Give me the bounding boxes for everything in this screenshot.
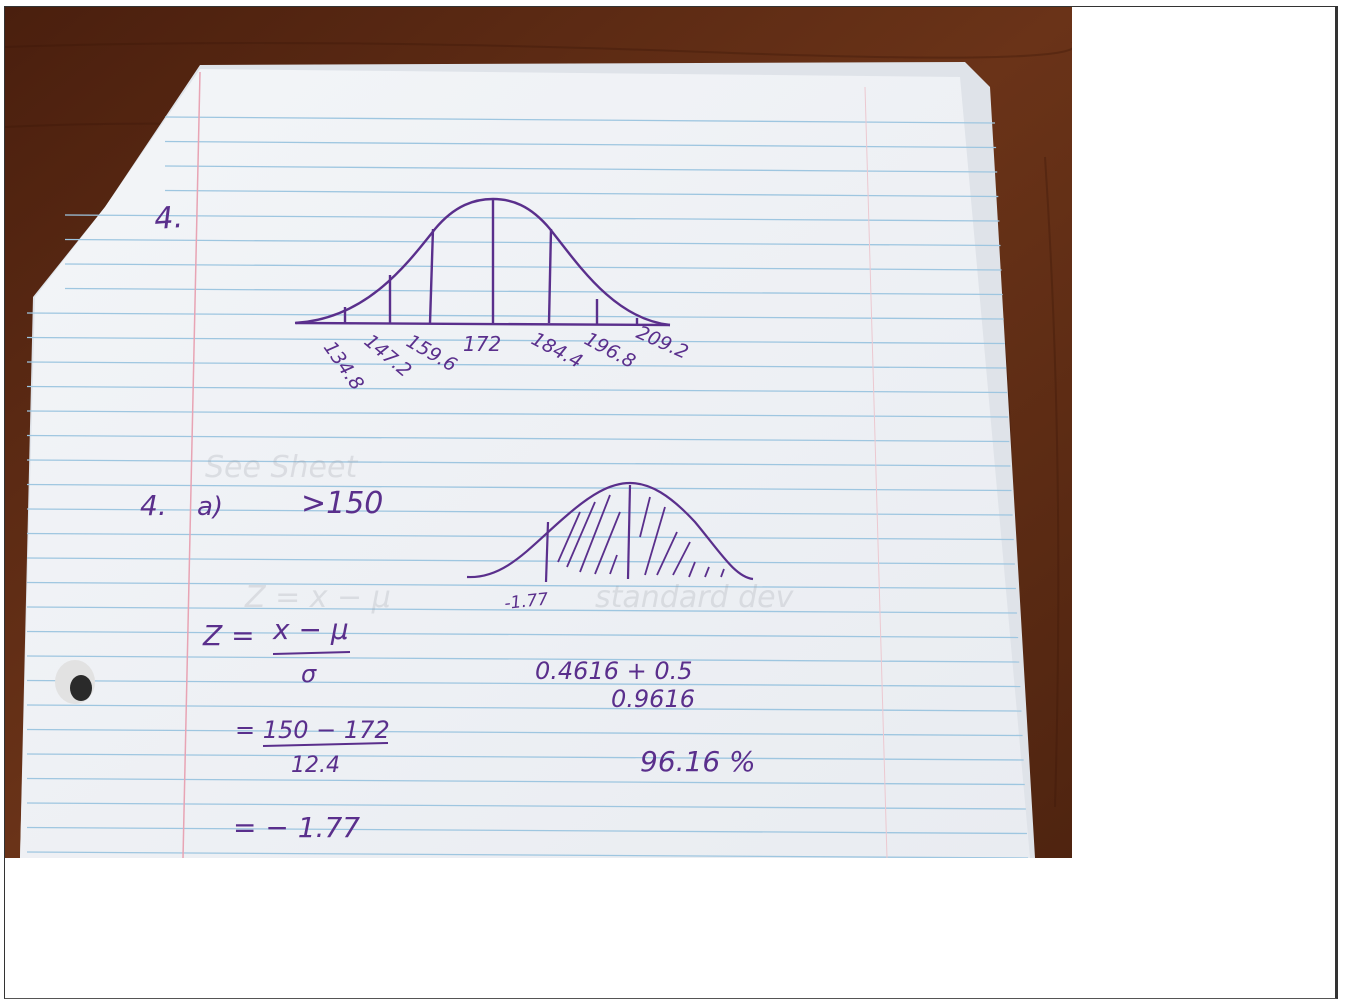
- ruled-line: [26, 361, 1007, 369]
- ruled-line: [26, 410, 1009, 418]
- ruled-line: [164, 165, 998, 173]
- ruled-line: [26, 606, 1018, 614]
- ruled-line: [26, 581, 1016, 590]
- shaded-region-hatching: [557, 494, 725, 578]
- step-result: = − 1.77: [233, 811, 360, 844]
- ruled-line: [26, 679, 1021, 688]
- ruled-line: [26, 312, 1004, 320]
- percent-answer: 96.16 %: [640, 745, 756, 778]
- step-denominator: 12.4: [291, 753, 340, 778]
- bell-curve-top: [294, 197, 671, 327]
- ruled-line: [26, 655, 1020, 663]
- probability-sum: 0.4616 + 0.5: [535, 657, 693, 685]
- ruled-line: [64, 214, 1000, 222]
- ruled-line: [26, 434, 1010, 443]
- ruled-line: [26, 336, 1005, 345]
- step-numerator: = 150 − 172: [235, 716, 390, 744]
- svg-text:standard dev: standard dev: [595, 580, 795, 615]
- problem-part: a): [197, 492, 223, 522]
- step-fraction-bar: [262, 742, 389, 747]
- problem-number-top: 4.: [153, 200, 184, 237]
- notebook-photo: See Sheet Z = x − μ standard dev 4. 134.…: [5, 7, 1072, 858]
- ruled-line: [26, 704, 1022, 712]
- ruled-line: [164, 189, 999, 198]
- problem-number-bottom: 4.: [140, 489, 167, 522]
- shaded-z-label: -1.77: [503, 589, 549, 614]
- right-margin-line: [864, 86, 888, 858]
- ruled-line: [26, 728, 1023, 737]
- ruled-line: [26, 826, 1027, 835]
- ruled-line: [164, 140, 997, 149]
- ruled-line: [26, 630, 1019, 639]
- formula-fraction-bar: [272, 651, 351, 655]
- formula-lhs: Z =: [202, 619, 255, 652]
- probability-total: 0.9616: [611, 685, 695, 713]
- ruled-line: [26, 777, 1025, 786]
- ruled-line: [164, 116, 996, 124]
- ruled-line: [26, 385, 1008, 394]
- bell-curve-bottom: [466, 481, 754, 583]
- ruled-line: [64, 287, 1003, 296]
- svg-text:Z = x − μ: Z = x − μ: [244, 580, 391, 615]
- ruled-line: [26, 557, 1015, 565]
- formula-numerator: x − μ: [272, 613, 349, 646]
- svg-text:See Sheet: See Sheet: [205, 450, 358, 485]
- ruled-line: [26, 532, 1014, 541]
- ruled-line: [26, 851, 1029, 858]
- ruled-line: [26, 753, 1024, 761]
- bleed-through-text: See Sheet Z = x − μ standard dev: [205, 450, 795, 615]
- binder-hole-shadow: [70, 675, 92, 701]
- ruled-line: [64, 263, 1002, 271]
- margin-line: [182, 71, 201, 858]
- tick-label-4: 172: [463, 332, 501, 356]
- formula-denominator: σ: [301, 660, 317, 688]
- ruled-line: [64, 238, 1001, 247]
- problem-condition: >150: [301, 486, 383, 521]
- ruled-line: [26, 802, 1026, 810]
